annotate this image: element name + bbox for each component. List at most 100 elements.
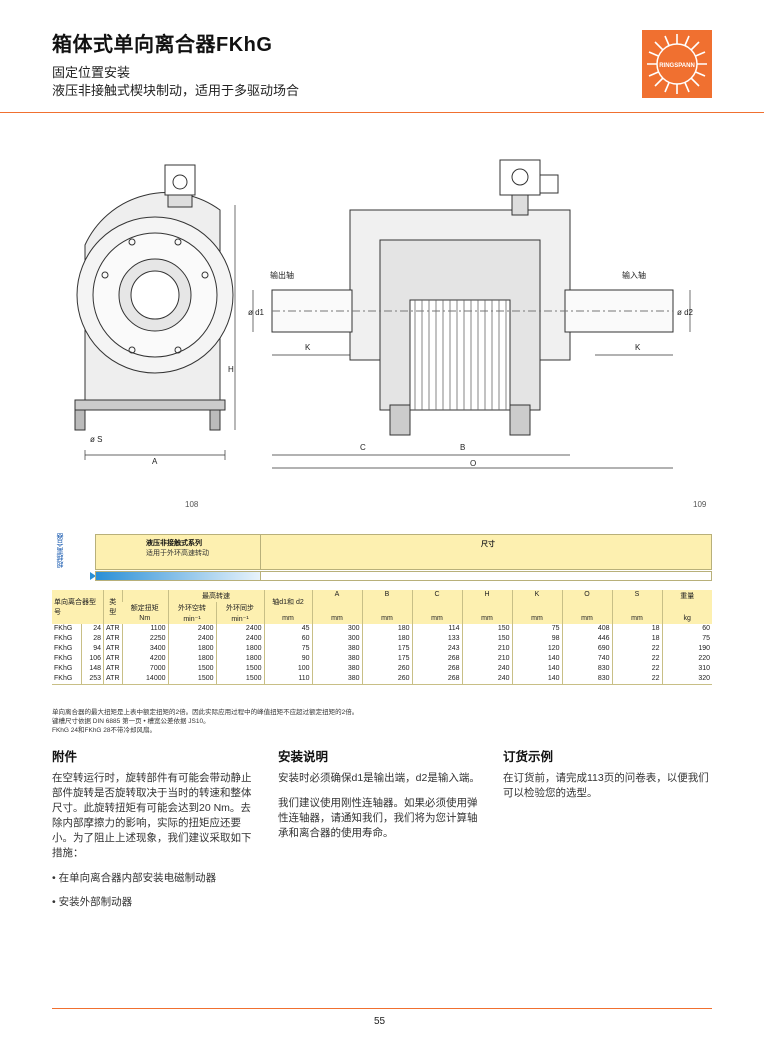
table-cell: 243 — [411, 644, 462, 654]
accessories-section: 附件 在空转运行时，旋转部件有可能会带动静止部件旋转是否旋转取决于当时的转速和整… — [52, 750, 257, 919]
th-a: A — [311, 590, 362, 614]
th-c: C — [411, 590, 462, 614]
table-cell: FKhG — [54, 675, 73, 682]
table-cell: 180 — [361, 634, 412, 644]
th-unit-bore: mm — [263, 614, 312, 624]
table-cell: 98 — [511, 634, 562, 644]
install-heading: 安装说明 — [278, 750, 329, 764]
table-cell: 3400 — [121, 644, 168, 654]
table-cell: 310 — [661, 664, 712, 674]
table-cell: 133 — [411, 634, 462, 644]
table-cell: 830 — [561, 674, 612, 685]
th-unit-weight: kg — [661, 614, 712, 624]
install-p1: 安装时必须确保d1是输出端，d2是输入端。 — [278, 772, 480, 784]
table-cell: 2400 — [167, 624, 216, 634]
table-cell: FKhG — [54, 635, 73, 642]
th-type: 类型 — [103, 590, 122, 624]
th-torque: 额定扭矩 — [122, 602, 168, 614]
table-cell: ATR — [103, 674, 122, 685]
table-cell: 110 — [263, 674, 312, 685]
table-cell: 150 — [461, 624, 512, 634]
logo-text: RINGSPANN — [659, 63, 695, 69]
table-cell: 100 — [263, 664, 312, 674]
accessories-heading: 附件 — [52, 750, 78, 764]
table-cell: 300 — [311, 624, 362, 634]
th-max-speed: 最高转速 — [167, 590, 264, 602]
table-cell: 268 — [411, 674, 462, 685]
th-model: 单向离合器型号 — [52, 590, 104, 624]
note-1: 单向离合器的最大扭矩是上表中额定扭矩的2倍。因此实际应用过程中的峰值扭矩不应超过… — [52, 709, 359, 716]
table-notes: 单向离合器的最大扭矩是上表中额定扭矩的2倍。因此实际应用过程中的峰值扭矩不应超过… — [52, 708, 358, 735]
dim-o: O — [470, 459, 476, 468]
th-s: S — [611, 590, 662, 614]
table-cell: 22 — [611, 674, 662, 685]
table-cell: 260 — [361, 664, 412, 674]
table-cell: 140 — [511, 654, 562, 664]
table-cell: 75 — [511, 624, 562, 634]
table-cell: 114 — [411, 624, 462, 634]
table-cell: 18 — [611, 634, 662, 644]
accessories-list: 在单向离合器内部安装电磁制动器 安装外部制动器 — [52, 871, 257, 910]
table-cell: 94 — [81, 644, 104, 654]
table-header-band: 超越离合器 液压非接触式系列 适用于外环高速转动 尺寸 — [52, 531, 712, 584]
accessories-body: 在空转运行时，旋转部件有可能会带动静止部件旋转是否旋转取决于当时的转速和整体尺寸… — [52, 772, 252, 859]
table-cell: 140 — [511, 664, 562, 674]
table-cell: 140 — [511, 674, 562, 685]
table-cell: FKhG — [52, 644, 82, 654]
band-side-label: 超越离合器 — [57, 533, 64, 568]
band-series: 液压非接触式系列 适用于外环高速转动 — [95, 534, 261, 570]
th-h: H — [461, 590, 512, 614]
table-cell: 1500 — [167, 664, 216, 674]
table-cell: 175 — [361, 644, 412, 654]
dim-h: H — [228, 365, 234, 374]
ref-page-left: 108 — [185, 500, 199, 509]
table-cell: 740 — [561, 654, 612, 664]
table-cell: 2400 — [215, 634, 264, 644]
table-cell: 180 — [361, 624, 412, 634]
table-cell: 268 — [411, 664, 462, 674]
dim-c: C — [360, 443, 366, 452]
table-cell: 380 — [311, 654, 362, 664]
table-cell: 300 — [311, 634, 362, 644]
subtitle-mounting: 固定位置安装 — [52, 65, 131, 80]
table-cell: 175 — [361, 654, 412, 664]
table-cell: 4200 — [121, 654, 168, 664]
th-unit-h: mm — [461, 614, 512, 624]
th-weight: 重量 — [661, 590, 712, 614]
table-cell: 22 — [611, 644, 662, 654]
table-cell: 260 — [361, 674, 412, 685]
band-blue-bar — [95, 571, 261, 581]
table-cell: 2250 — [121, 634, 168, 644]
accessories-item: 安装外部制动器 — [52, 895, 257, 910]
table-cell: 268 — [411, 654, 462, 664]
th-speed-free-unit: min⁻¹ — [167, 614, 216, 624]
table-cell: 380 — [311, 644, 362, 654]
table-cell: 45 — [263, 624, 312, 634]
table-cell: 148 — [81, 664, 104, 674]
th-torque-unit: Nm — [122, 614, 168, 624]
table-cell: 75 — [263, 644, 312, 654]
table-cell: 220 — [661, 654, 712, 664]
table-cell: 408 — [561, 624, 612, 634]
th-unit-k: mm — [511, 614, 562, 624]
table-cell: 60 — [263, 634, 312, 644]
output-shaft-label: 输出轴 — [270, 270, 294, 280]
dim-k-right: K — [635, 343, 641, 352]
band-side: 超越离合器 — [52, 531, 94, 584]
table-cell: ATR — [103, 624, 122, 634]
dim-d2: ø d2 — [677, 308, 694, 317]
table-cell: 150 — [461, 634, 512, 644]
band-empty-bar — [261, 571, 712, 581]
table-cell: FKhG — [52, 624, 82, 634]
table-cell: 253 — [81, 674, 104, 685]
table-cell: ATR — [103, 654, 122, 664]
th-unit-a: mm — [311, 614, 362, 624]
table-cell: 210 — [461, 644, 512, 654]
ringspann-logo: RINGSPANN — [642, 30, 712, 98]
table-cell: 320 — [661, 674, 712, 685]
th-speed-sync-unit: min⁻¹ — [215, 614, 264, 624]
table-cell: 18 — [611, 624, 662, 634]
